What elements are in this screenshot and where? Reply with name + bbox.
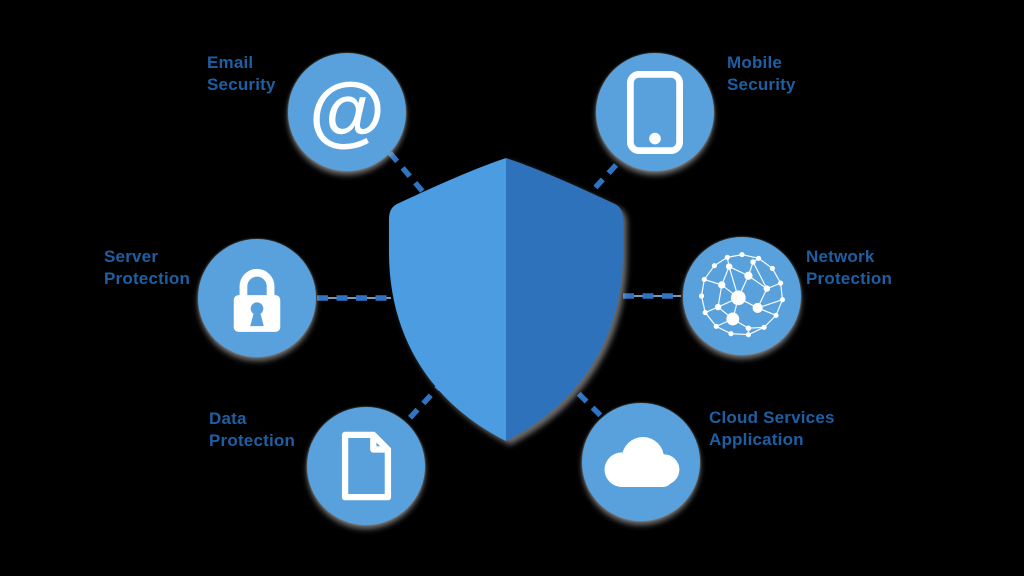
network-sphere-icon xyxy=(698,252,786,338)
node-server-protection xyxy=(198,239,316,357)
label-line: Cloud Services xyxy=(709,408,835,427)
padlock-icon xyxy=(233,268,281,332)
label-line: Data xyxy=(209,409,247,428)
node-data-protection xyxy=(307,407,425,525)
document-icon xyxy=(341,431,391,501)
at-icon: @ xyxy=(308,66,386,154)
label-line: Server xyxy=(104,247,159,266)
label-cloud-services-application: Cloud Services Application xyxy=(709,407,835,451)
label-line: Email xyxy=(207,53,254,72)
label-line: Protection xyxy=(209,431,296,450)
connector-email-shield xyxy=(387,151,432,201)
label-line: Network xyxy=(806,247,875,266)
node-mobile-security xyxy=(596,53,714,171)
label-mobile-security: Mobile Security xyxy=(727,52,796,96)
cloud-icon xyxy=(604,437,680,487)
label-line: Security xyxy=(207,75,276,94)
label-data-protection: Data Protection xyxy=(209,408,295,452)
node-email-security: @ xyxy=(288,53,406,171)
label-line: Mobile xyxy=(727,53,783,72)
label-line: Protection xyxy=(104,269,191,288)
node-cloud-services-application xyxy=(582,403,700,521)
label-network-protection: Network Protection xyxy=(806,246,892,290)
shield-icon xyxy=(389,158,623,441)
smartphone-icon xyxy=(626,70,684,154)
label-line: Application xyxy=(709,430,804,449)
node-network-protection xyxy=(683,237,801,355)
label-server-protection: Server Protection xyxy=(104,246,190,290)
label-email-security: Email Security xyxy=(207,52,276,96)
label-line: Security xyxy=(727,75,796,94)
label-line: Protection xyxy=(806,269,893,288)
